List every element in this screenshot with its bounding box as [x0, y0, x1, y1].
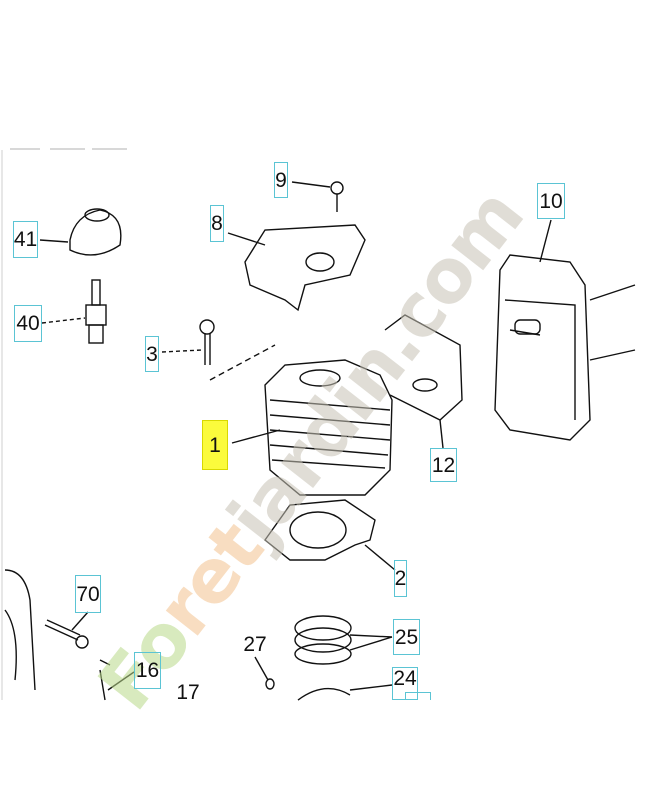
part-label-3[interactable]: 3	[145, 336, 159, 372]
spark-plug	[41, 279, 107, 344]
bolt-3	[161, 319, 276, 381]
spark-plug-cap	[39, 208, 122, 256]
part-label-70[interactable]: 70	[75, 575, 101, 613]
part-label-2[interactable]: 2	[394, 560, 407, 597]
piston-rings-25	[294, 615, 393, 665]
clip-27	[254, 656, 275, 690]
part-label-25[interactable]: 25	[393, 619, 420, 655]
screw-9	[291, 181, 344, 212]
part-label-40[interactable]: 40	[14, 305, 42, 342]
plate-8	[227, 224, 366, 312]
part-label-41[interactable]: 41	[13, 221, 38, 258]
part-label-1-highlighted[interactable]: 1	[202, 420, 228, 470]
cylinder	[231, 359, 393, 496]
crankcase	[4, 569, 135, 701]
part-label-8[interactable]: 8	[210, 205, 224, 242]
part-label-cut	[405, 692, 431, 700]
heat-shield-12	[384, 314, 463, 449]
part-label-17: 17	[176, 680, 200, 704]
piston-24	[297, 684, 393, 701]
part-label-9[interactable]: 9	[274, 162, 288, 198]
part-label-16[interactable]: 16	[134, 652, 161, 689]
part-label-12[interactable]: 12	[430, 448, 457, 482]
gasket-2	[264, 499, 396, 571]
part-label-27: 27	[243, 632, 267, 656]
bolt-70	[44, 611, 89, 649]
part-label-10[interactable]: 10	[537, 183, 565, 219]
muffler-10	[494, 219, 636, 441]
